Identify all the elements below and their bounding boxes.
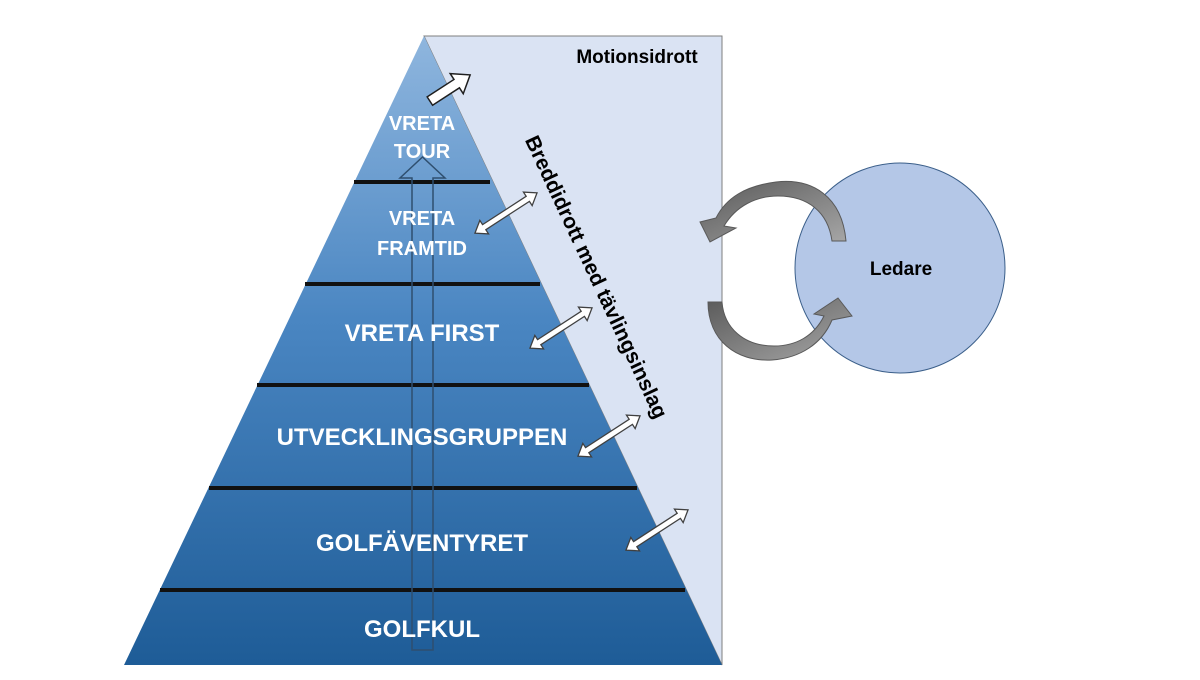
level-1-label-line-2: TOUR xyxy=(394,141,451,163)
pyramid xyxy=(124,36,722,665)
cycle-arrows xyxy=(699,180,853,361)
pyramid-level-labels: VRETA TOUR VRETA FRAMTID VRETA FIRST UTV… xyxy=(277,113,568,643)
top-exit-arrow xyxy=(426,72,472,107)
double-arrow-level-2 xyxy=(474,191,538,235)
level-1-label-line-1: VRETA xyxy=(389,113,455,135)
vertical-up-arrow xyxy=(398,155,447,651)
level-4-label: UTVECKLINGSGRUPPEN xyxy=(277,424,568,451)
double-arrows xyxy=(474,191,689,552)
motionsidrott-label: Motionsidrott xyxy=(576,47,698,68)
ledare-circle xyxy=(794,162,1006,374)
cycle-arrow-bottom xyxy=(707,297,853,361)
level-3-label: VRETA FIRST xyxy=(345,320,500,347)
cycle-arrow-top xyxy=(699,180,847,243)
level-6-label: GOLFKUL xyxy=(364,616,480,643)
ledare-label: Ledare xyxy=(870,259,932,280)
level-5-label: GOLFÄVENTYRET xyxy=(316,530,528,557)
double-arrow-level-5 xyxy=(625,508,689,552)
pyramid-dividers xyxy=(160,180,685,592)
level-2-label-line-2: FRAMTID xyxy=(377,238,467,260)
double-arrow-level-4 xyxy=(577,414,641,458)
level-2-label-line-1: VRETA xyxy=(389,208,455,230)
double-arrow-level-3 xyxy=(529,306,593,350)
